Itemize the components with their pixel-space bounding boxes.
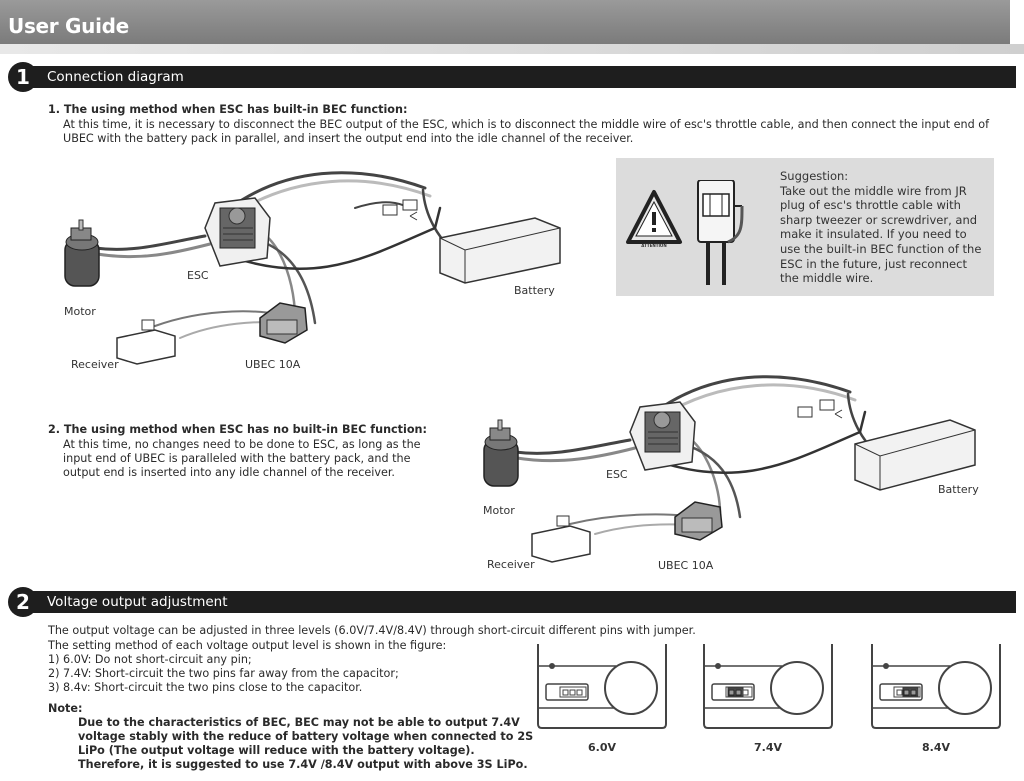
- connection-diagram-2: [483, 375, 976, 563]
- section-1-title: Connection diagram: [47, 69, 184, 85]
- suggestion-line: sharp tweezer or screwdriver, and: [780, 212, 978, 227]
- suggestion-line: the middle wire.: [780, 271, 874, 286]
- diagram-2-motor-label: Motor: [483, 504, 515, 517]
- diagram-1-esc-label: ESC: [187, 269, 209, 282]
- section-2-bar: [26, 591, 1016, 613]
- voltage-item-3: 3) 8.4v: Short-circuit the two pins clos…: [48, 681, 363, 694]
- diagram-1-battery-label: Battery: [514, 284, 555, 297]
- suggestion-line: ESC in the future, just reconnect: [780, 256, 967, 271]
- voltage-intro-line-1: The output voltage can be adjusted in th…: [48, 624, 696, 637]
- suggestion-text: Suggestion: Take out the middle wire fro…: [780, 169, 981, 286]
- method-2-text-line-1: At this time, no changes need to be done…: [63, 438, 421, 451]
- note-line-2: voltage stably with the reduce of batter…: [78, 730, 534, 743]
- voltage-label-6v: 6.0V: [588, 741, 616, 754]
- method-2-text-line-3: output end is inserted into any idle cha…: [63, 466, 395, 479]
- suggestion-line: use the built-in BEC function of the: [780, 241, 982, 256]
- method-2-heading: 2. The using method when ESC has no buil…: [48, 423, 427, 436]
- battery-icon: [439, 217, 561, 284]
- suggestion-line: plug of esc's throttle cable with: [780, 198, 961, 213]
- header-bar: [0, 0, 1010, 44]
- receiver-icon: [531, 515, 591, 563]
- connector-icon: [382, 199, 418, 221]
- section-2-number: 2: [8, 587, 38, 617]
- motor-icon: [64, 219, 100, 287]
- diagram-2-ubec-label: UBEC 10A: [658, 559, 714, 572]
- diagram-1-receiver-label: Receiver: [71, 358, 119, 371]
- jumper-figure-7-4v: [703, 644, 833, 729]
- note-line-3: LiPo (The output voltage will reduce wit…: [78, 744, 475, 757]
- motor-icon: [483, 419, 519, 487]
- connector-icon: [797, 399, 843, 419]
- voltage-intro-line-2: The setting method of each voltage outpu…: [48, 639, 447, 652]
- suggestion-line: Take out the middle wire from JR: [780, 183, 967, 198]
- ubec-icon: [259, 302, 308, 344]
- diagram-2-receiver-label: Receiver: [487, 558, 535, 571]
- method-1-text-line-1: At this time, it is necessary to disconn…: [63, 118, 990, 131]
- esc-icon: [629, 401, 696, 471]
- suggestion-line: Suggestion:: [780, 169, 849, 183]
- voltage-item-1: 1) 6.0V: Do not short-circuit any pin;: [48, 653, 252, 666]
- jumper-figure-8-4v: [871, 644, 1001, 729]
- ubec-icon: [674, 501, 723, 541]
- suggestion-illustration: [626, 180, 744, 285]
- diagram-2-esc-label: ESC: [606, 468, 628, 481]
- diagram-2-battery-label: Battery: [938, 483, 979, 496]
- method-2-text-line-2: input end of UBEC is paralleled with the…: [63, 452, 411, 465]
- suggestion-box: [616, 158, 994, 296]
- section-1-bar: [26, 66, 1016, 88]
- method-1-text-line-2: UBEC with the battery pack in parallel, …: [63, 132, 634, 145]
- method-1-heading: 1. The using method when ESC has built-i…: [48, 103, 408, 116]
- diagram-1-motor-label: Motor: [64, 305, 96, 318]
- esc-icon: [204, 197, 271, 267]
- section-2-title: Voltage output adjustment: [47, 594, 228, 610]
- connection-diagram-1: [64, 171, 561, 365]
- section-1-number: 1: [8, 62, 38, 92]
- jr-plug-icon: [697, 180, 744, 285]
- voltage-item-2: 2) 7.4V: Short-circuit the two pins far …: [48, 667, 399, 680]
- receiver-icon: [116, 319, 176, 365]
- voltage-label-7-4v: 7.4V: [754, 741, 782, 754]
- note-label: Note:: [48, 702, 83, 715]
- header-bar-shadow: [0, 44, 1024, 54]
- note-line-4: Therefore, it is suggested to use 7.4V /…: [78, 758, 528, 771]
- voltage-label-8-4v: 8.4V: [922, 741, 950, 754]
- attention-label: ATTENTION: [641, 243, 667, 248]
- battery-icon: [854, 419, 976, 491]
- page-title: User Guide: [8, 14, 129, 38]
- diagram-1-ubec-label: UBEC 10A: [245, 358, 301, 371]
- jumper-figure-6v: [537, 644, 667, 729]
- warning-triangle-icon: [626, 190, 682, 244]
- suggestion-line: make it insulated. If you need to: [780, 227, 967, 242]
- note-line-1: Due to the characteristics of BEC, BEC m…: [78, 716, 520, 729]
